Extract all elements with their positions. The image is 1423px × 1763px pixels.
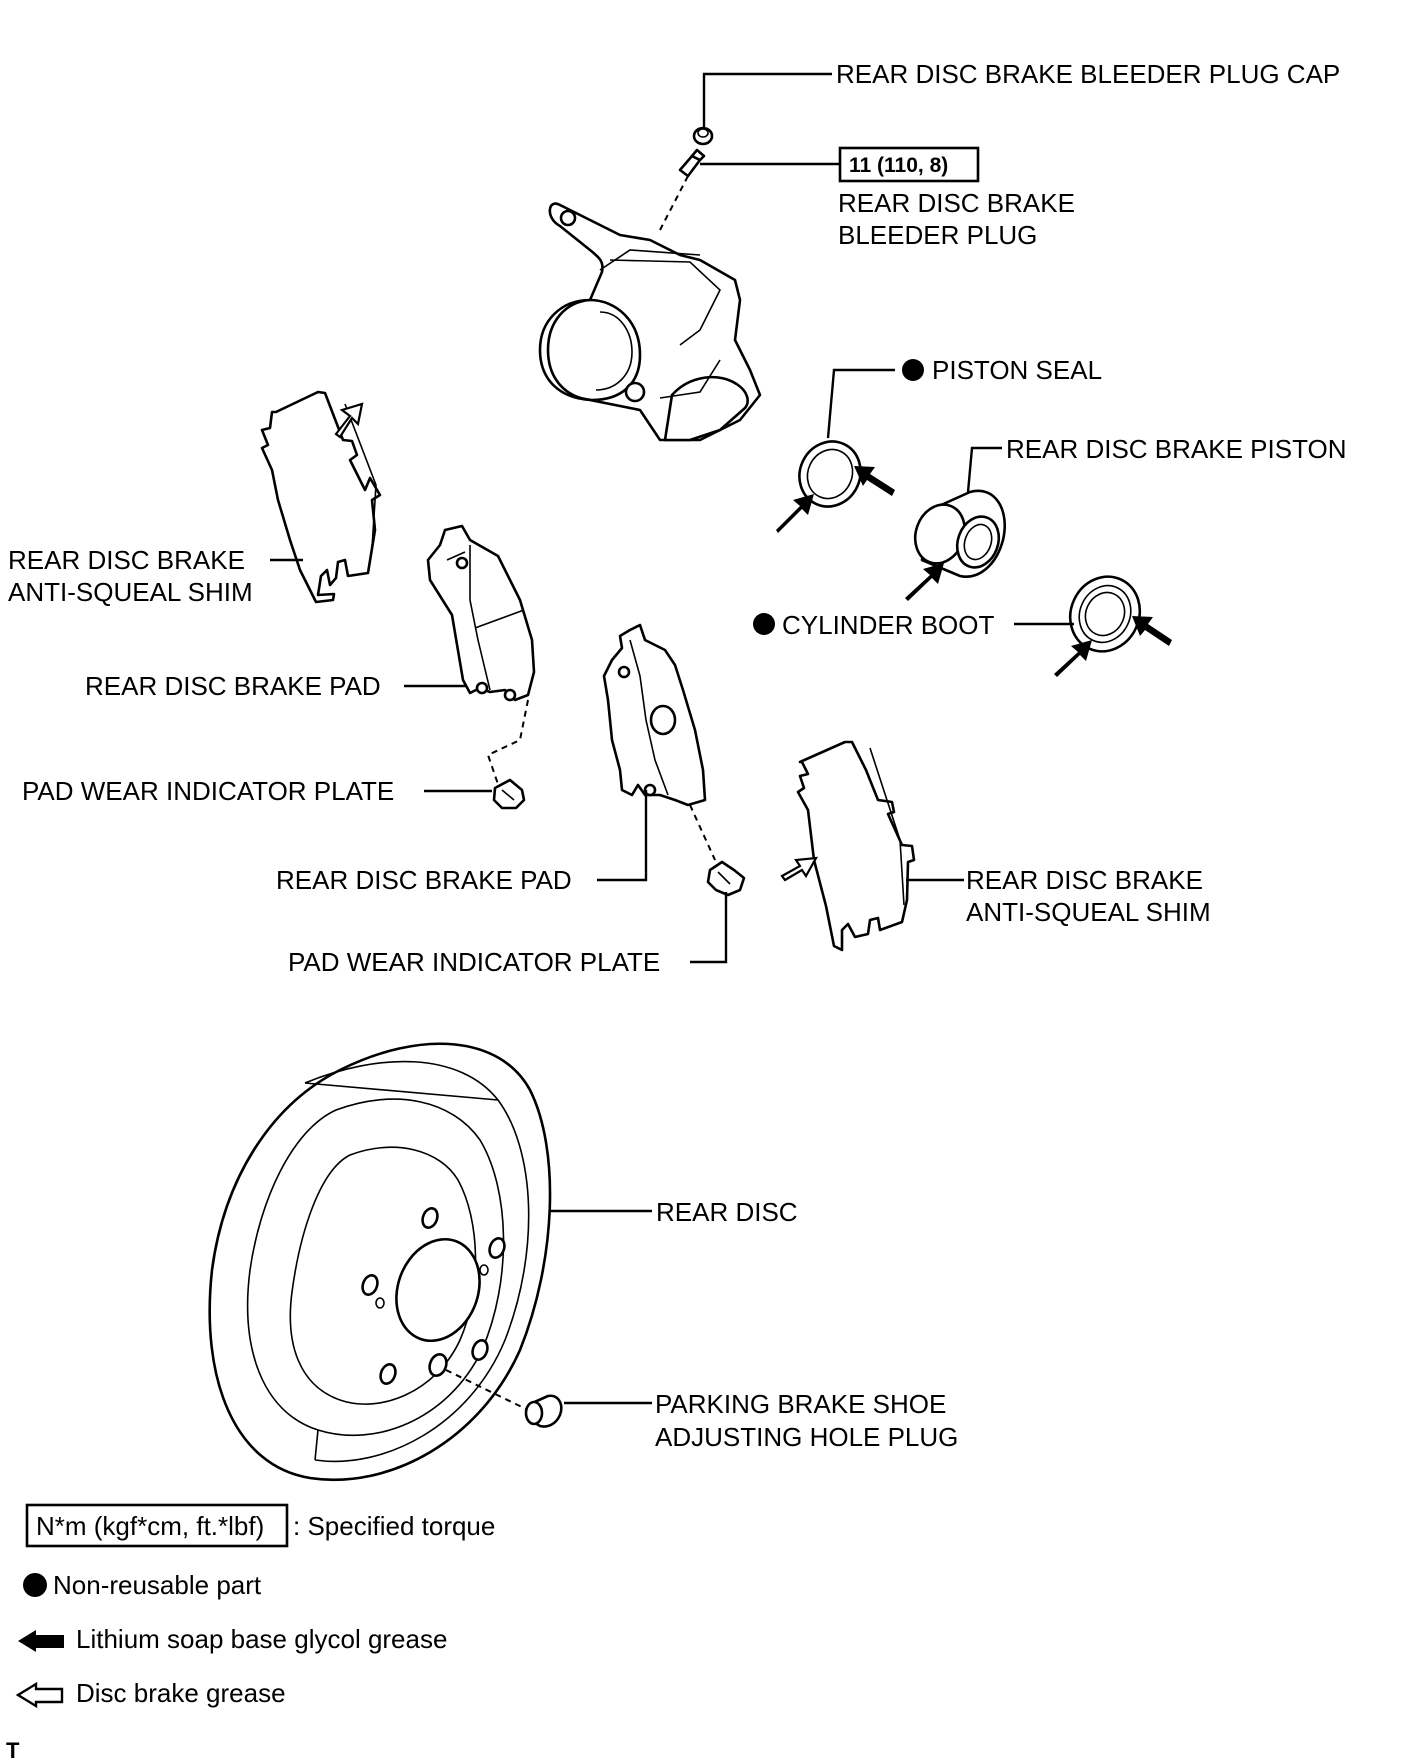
- corner-mark: T: [6, 1738, 20, 1763]
- label-shim-left-line2: ANTI-SQUEAL SHIM: [8, 577, 253, 607]
- torque-value: 11 (110, 8): [849, 154, 948, 177]
- rear-disc: [208, 1042, 552, 1481]
- bleeder-plug-cap: [692, 126, 714, 146]
- label-hole-plug-line2: ADJUSTING HOLE PLUG: [655, 1422, 958, 1452]
- dash-pad-upper: [486, 699, 529, 791]
- legend-non-reusable: Non-reusable part: [53, 1570, 262, 1600]
- anti-squeal-shim-left: [260, 390, 382, 604]
- grease-arrow-icon: [1132, 616, 1172, 646]
- brake-caliper: [538, 202, 762, 442]
- grease-arrow-icon: [905, 563, 944, 601]
- label-shim-right-line1: REAR DISC BRAKE: [966, 865, 1203, 895]
- dash-pad-lower: [689, 804, 716, 861]
- label-cylinder-boot: CYLINDER BOOT: [782, 610, 994, 640]
- disc-grease-arrow-icon: [334, 402, 364, 439]
- bleeder-plug: [678, 148, 706, 178]
- grease-arrow-icon: [1054, 640, 1092, 677]
- torque-box: [838, 146, 980, 183]
- label-shim-right-line2: ANTI-SQUEAL SHIM: [966, 897, 1211, 927]
- brake-pad-lower: [602, 623, 707, 807]
- label-wear-plate-lower: PAD WEAR INDICATOR PLATE: [288, 947, 660, 977]
- leader-piston-seal: [826, 368, 895, 439]
- grease-arrow-icon: [854, 466, 895, 496]
- label-piston: REAR DISC BRAKE PISTON: [1006, 434, 1347, 464]
- label-hole-plug-line1: PARKING BRAKE SHOE: [655, 1389, 946, 1419]
- leader-wear-plate-lower: [690, 892, 728, 964]
- label-shim-left-line1: REAR DISC BRAKE: [8, 545, 245, 575]
- legend-disc-grease: Disc brake grease: [76, 1678, 286, 1708]
- label-bleeder-plug-cap: REAR DISC BRAKE BLEEDER PLUG CAP: [836, 59, 1340, 89]
- label-rear-disc: REAR DISC: [656, 1197, 798, 1227]
- brake-piston: [913, 489, 1006, 578]
- non-reusable-icon: [23, 1573, 47, 1597]
- brake-pad-upper: [426, 524, 536, 702]
- piston-seal: [798, 440, 862, 508]
- legend: N*m (kgf*cm, ft.*lbf) : Specified torque…: [15, 1503, 495, 1709]
- label-piston-seal: PISTON SEAL: [932, 355, 1102, 385]
- label-pad-upper: REAR DISC BRAKE PAD: [85, 671, 381, 701]
- legend-torque-box: [25, 1503, 289, 1548]
- label-pad-lower: REAR DISC BRAKE PAD: [276, 865, 572, 895]
- non-reusable-mark-seal: [902, 359, 924, 381]
- lithium-grease-arrow-icon: [18, 1630, 64, 1652]
- leader-piston: [966, 446, 1002, 493]
- adjusting-hole-plug: [524, 1394, 563, 1428]
- wear-indicator-plate-lower: [706, 860, 746, 897]
- non-reusable-mark-boot: [753, 613, 775, 635]
- leader-pad-lower: [597, 790, 648, 882]
- legend-torque-units: N*m (kgf*cm, ft.*lbf): [36, 1511, 264, 1541]
- label-bleeder-plug-line1: REAR DISC BRAKE: [838, 188, 1075, 218]
- cylinder-boot: [1068, 575, 1142, 653]
- legend-torque-desc: : Specified torque: [293, 1511, 495, 1541]
- dash-hole-plug: [445, 1369, 529, 1411]
- disc-grease-legend-arrow-icon: [15, 1681, 64, 1709]
- disc-grease-arrow-icon: [780, 856, 818, 882]
- label-wear-plate-upper: PAD WEAR INDICATOR PLATE: [22, 776, 394, 806]
- label-bleeder-plug-line2: BLEEDER PLUG: [838, 220, 1037, 250]
- grease-arrow-icon: [776, 494, 814, 533]
- legend-lithium-grease: Lithium soap base glycol grease: [76, 1624, 447, 1654]
- leader-plug-cap: [702, 72, 832, 128]
- anti-squeal-shim-right: [796, 740, 916, 952]
- wear-indicator-plate-upper: [492, 778, 526, 810]
